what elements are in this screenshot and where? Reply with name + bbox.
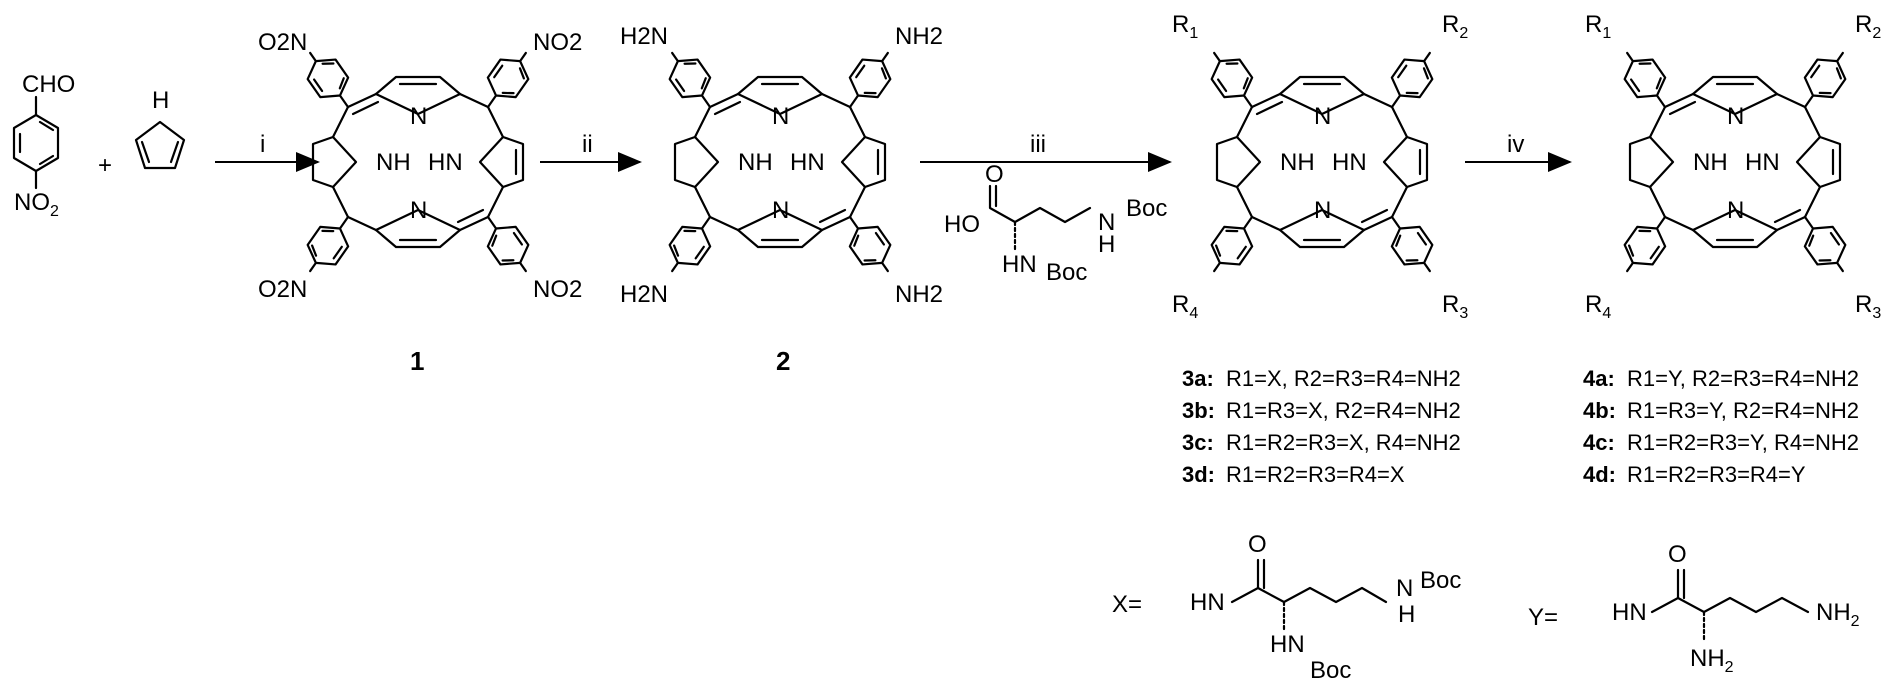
y-definition: Y= O HN NH2 NH2 xyxy=(1528,541,1860,676)
svg-text:R2: R2 xyxy=(1442,11,1468,42)
svg-text:R4: R4 xyxy=(1585,291,1611,322)
svg-text:N: N xyxy=(772,197,789,224)
compound-2-label: 2 xyxy=(776,346,790,376)
subst-top-left: O2N xyxy=(258,29,307,56)
benzaldehyde: CHO NO2 xyxy=(12,71,75,220)
nitro-label: NO2 xyxy=(14,189,59,220)
svg-text:Boc: Boc xyxy=(1310,657,1351,683)
svg-text:HN: HN xyxy=(1745,149,1780,176)
subst-bottom-right: NO2 xyxy=(533,276,582,303)
svg-text:Boc: Boc xyxy=(1126,195,1167,222)
compound-4: NH HN N N R1 R2 R3 R4 xyxy=(1585,11,1881,322)
arrow-step-ii: ii xyxy=(540,131,642,172)
svg-text:H2N: H2N xyxy=(620,281,668,308)
compound-3: NH HN N N R1 R2 R3 R4 xyxy=(1172,11,1468,322)
svg-text:N: N xyxy=(410,197,427,224)
svg-text:HN: HN xyxy=(1190,589,1225,616)
svg-text:H2N: H2N xyxy=(620,23,668,50)
reagent-iii: O HO HN Boc N H Boc xyxy=(944,161,1167,286)
svg-text:R1=R2=R3=R4=X: R1=R2=R3=R4=X xyxy=(1226,462,1405,487)
arrow-step-iv: iv xyxy=(1465,131,1572,172)
svg-text:N: N xyxy=(410,103,427,130)
series-3-list: 3a: R1=X, R2=R3=R4=NH2 3b: R1=R3=X, R2=R… xyxy=(1182,366,1461,487)
svg-text:Boc: Boc xyxy=(1046,259,1087,286)
subst-bottom-left: O2N xyxy=(258,276,307,303)
svg-text:NH: NH xyxy=(1693,149,1728,176)
svg-text:4c:: 4c: xyxy=(1583,430,1615,455)
svg-text:NH2: NH2 xyxy=(895,23,943,50)
arrow-step-i: i xyxy=(215,131,320,172)
pyrrole: H N xyxy=(134,87,186,170)
plus-sign: + xyxy=(98,152,112,179)
svg-text:3a:: 3a: xyxy=(1182,366,1214,391)
arrow-step-iii: iii xyxy=(920,131,1172,172)
subst-top-right: NO2 xyxy=(533,29,582,56)
svg-text:R1=R3=Y, R2=R4=NH2: R1=R3=Y, R2=R4=NH2 xyxy=(1627,398,1859,423)
svg-text:R1=R3=X, R2=R4=NH2: R1=R3=X, R2=R4=NH2 xyxy=(1226,398,1461,423)
svg-text:R1=X, R2=R3=R4=NH2: R1=X, R2=R3=R4=NH2 xyxy=(1226,366,1461,391)
svg-text:4b:: 4b: xyxy=(1583,398,1616,423)
svg-text:Boc: Boc xyxy=(1420,567,1461,594)
svg-text:NH: NH xyxy=(1280,149,1315,176)
svg-text:N: N xyxy=(1727,197,1744,224)
svg-text:R4: R4 xyxy=(1172,291,1198,322)
svg-text:iv: iv xyxy=(1507,131,1524,158)
svg-text:R1=R2=R3=X, R4=NH2: R1=R2=R3=X, R4=NH2 xyxy=(1226,430,1461,455)
svg-text:HN: HN xyxy=(1270,631,1305,658)
svg-text:HN: HN xyxy=(1612,599,1647,626)
svg-text:R3: R3 xyxy=(1855,291,1881,322)
svg-text:N: N xyxy=(1396,575,1413,602)
svg-text:N: N xyxy=(1727,103,1744,130)
svg-text:NH: NH xyxy=(376,149,411,176)
svg-text:N: N xyxy=(1314,197,1331,224)
svg-text:R2: R2 xyxy=(1855,11,1881,42)
svg-text:R3: R3 xyxy=(1442,291,1468,322)
svg-text:R1: R1 xyxy=(1585,11,1611,42)
svg-text:R1: R1 xyxy=(1172,11,1198,42)
svg-text:NH: NH xyxy=(738,149,773,176)
svg-text:HN: HN xyxy=(790,149,825,176)
svg-text:NH2: NH2 xyxy=(1816,599,1860,630)
svg-text:i: i xyxy=(260,131,265,158)
svg-text:R1=Y, R2=R3=R4=NH2: R1=Y, R2=R3=R4=NH2 xyxy=(1627,366,1859,391)
svg-text:O: O xyxy=(1668,541,1687,568)
svg-text:Y=: Y= xyxy=(1528,604,1558,631)
svg-text:NH2: NH2 xyxy=(895,281,943,308)
svg-text:H: H xyxy=(1098,231,1115,258)
svg-text:3d:: 3d: xyxy=(1182,462,1215,487)
svg-text:O: O xyxy=(985,161,1004,188)
svg-text:HO: HO xyxy=(944,211,980,238)
svg-text:3b:: 3b: xyxy=(1182,398,1215,423)
svg-text:N: N xyxy=(1098,209,1115,236)
svg-text:H: H xyxy=(1398,601,1415,628)
svg-text:ii: ii xyxy=(582,131,593,158)
svg-text:NH2: NH2 xyxy=(1690,645,1734,676)
svg-text:iii: iii xyxy=(1030,131,1046,158)
svg-text:HN: HN xyxy=(1002,251,1037,278)
svg-text:R1=R2=R3=Y, R4=NH2: R1=R2=R3=Y, R4=NH2 xyxy=(1627,430,1859,455)
svg-text:R1=R2=R3=R4=Y: R1=R2=R3=R4=Y xyxy=(1627,462,1806,487)
x-definition: X= O HN HN Boc N H Boc xyxy=(1112,531,1461,683)
svg-text:3c:: 3c: xyxy=(1182,430,1214,455)
compound-1: NH HN N N O2N NO2 O2N NO2 xyxy=(258,29,582,303)
svg-text:4d:: 4d: xyxy=(1583,462,1616,487)
svg-text:N: N xyxy=(772,103,789,130)
pyrrole-n-label: H xyxy=(152,87,169,114)
compound-1-label: 1 xyxy=(410,346,424,376)
compound-2: NH HN N N H2N NH2 H2N NH2 xyxy=(620,23,943,308)
svg-text:X=: X= xyxy=(1112,591,1142,618)
svg-text:N: N xyxy=(1314,103,1331,130)
svg-text:HN: HN xyxy=(1332,149,1367,176)
svg-text:4a:: 4a: xyxy=(1583,366,1615,391)
series-4-list: 4a: R1=Y, R2=R3=R4=NH2 4b: R1=R3=Y, R2=R… xyxy=(1583,366,1859,487)
svg-text:O: O xyxy=(1248,531,1267,558)
cho-label: CHO xyxy=(22,71,75,98)
svg-text:HN: HN xyxy=(428,149,463,176)
